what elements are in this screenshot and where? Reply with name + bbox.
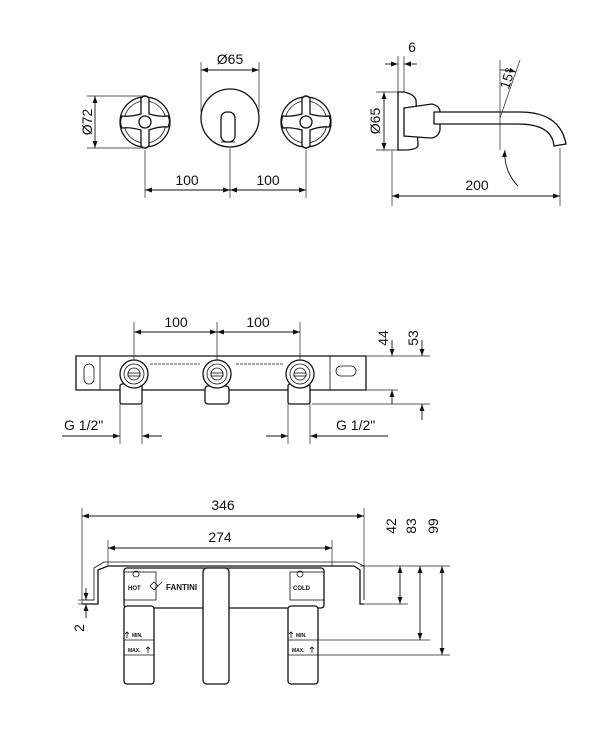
- side-view: 6 Ø65 15° 200: [367, 39, 567, 206]
- left-handle-front: [119, 95, 171, 149]
- dim-2-label: 2: [71, 624, 87, 632]
- brand-label: FANTINI: [166, 583, 197, 592]
- front-spacing-left-label: 100: [175, 172, 199, 188]
- center-spout-body: [202, 359, 232, 405]
- brand-logo-icon: [149, 581, 163, 591]
- body-top-view: HOT COLD FANTINI MIN. MAX. MIN. MAX.: [71, 497, 450, 685]
- left-cartridge: MIN. MAX.: [123, 605, 155, 685]
- spout-rosette-diameter-label: Ø65: [217, 51, 244, 67]
- hot-label: HOT: [128, 586, 141, 592]
- dim-99-label: 99: [425, 518, 441, 534]
- mounting-bracket-top: [82, 565, 364, 605]
- front-spacing-right-label: 100: [256, 172, 280, 188]
- spout-angle-label: 15°: [496, 66, 518, 91]
- side-rosette-diameter-label: Ø65: [367, 108, 383, 135]
- spout-projection-label: 200: [465, 177, 489, 193]
- cold-label: COLD: [293, 586, 311, 592]
- right-cartridge: MIN. MAX.: [287, 605, 319, 685]
- dim-83-label: 83: [403, 518, 419, 534]
- left-min-label: MIN.: [132, 633, 143, 639]
- center-spout-pipe: [202, 567, 230, 685]
- handle-diameter-label: Ø72: [79, 109, 95, 136]
- bracket-width-label: 274: [208, 529, 232, 545]
- right-valve-body: [285, 359, 315, 405]
- left-max-label: MAX.: [128, 648, 141, 654]
- body-depth-outer-label: 53: [405, 330, 421, 346]
- front-view: Ø72 Ø65 100 100: [79, 51, 332, 198]
- inlet-right-label: G 1/2": [336, 417, 375, 433]
- dim-42-label: 42: [383, 518, 399, 534]
- rosette-thickness-label: 6: [408, 39, 416, 55]
- inlet-left-label: G 1/2": [64, 417, 103, 433]
- right-min-label: MIN.: [296, 633, 307, 639]
- body-depth-inner-label: 44: [375, 330, 391, 346]
- body-spacing-left-label: 100: [164, 314, 188, 330]
- right-handle-front: [280, 95, 332, 149]
- overall-width-label: 346: [211, 497, 235, 513]
- right-max-label: MAX.: [292, 648, 305, 654]
- body-front-view: 100 100 44 53 G 1/2" G 1/2": [62, 314, 430, 444]
- spout-rosette-front: [200, 88, 260, 148]
- left-valve-body: [119, 359, 149, 405]
- body-spacing-right-label: 100: [246, 314, 270, 330]
